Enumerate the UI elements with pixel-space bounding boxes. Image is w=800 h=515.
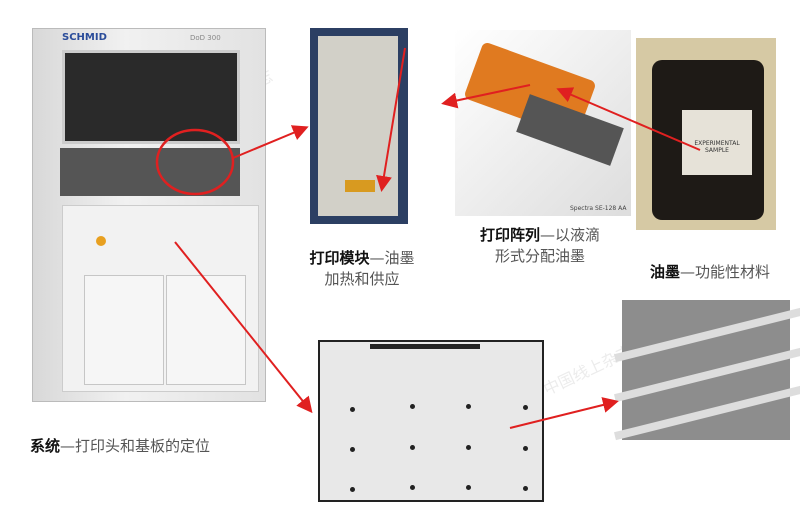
arrow-ink-to-head [556, 87, 701, 151]
arrow-module-internal [376, 47, 406, 192]
caption-system-title: 系统 [30, 437, 61, 455]
bottle-label: EXPERIMENTAL SAMPLE [682, 110, 752, 175]
arrow-dots-to-lines [509, 397, 619, 429]
caption-array-text: —以液滴 [540, 226, 601, 244]
caption-module-text: —油墨 [369, 249, 415, 267]
head-label: Spectra SE-128 AA [570, 205, 627, 212]
module-connector [345, 180, 375, 192]
caption-module-title: 打印模块 [309, 249, 370, 267]
dot-array-micrograph [318, 340, 544, 502]
emergency-button-icon [96, 236, 106, 246]
caption-module-line2: 加热和供应 [324, 270, 400, 288]
machine-model: DoD 300 [190, 34, 221, 42]
machine-brand: SCHMID [62, 32, 107, 43]
caption-ink-text: —功能性材料 [680, 263, 771, 281]
arrow-head-to-module [441, 84, 531, 109]
arrow-machine-to-module [232, 125, 309, 159]
micrograph-scalebar [370, 344, 480, 349]
cabinet-door [84, 275, 164, 385]
highlight-circle [155, 128, 235, 196]
caption-array-title: 打印阵列 [479, 226, 540, 244]
caption-array-line2: 形式分配油墨 [494, 247, 585, 265]
caption-system-text: —打印头和基板的定位 [60, 437, 211, 455]
machine-window [62, 50, 240, 144]
arrow-machine-to-dots [174, 241, 313, 414]
line-micrograph [614, 300, 800, 441]
caption-ink-title: 油墨 [649, 263, 680, 281]
machine-print-bay [60, 148, 240, 196]
